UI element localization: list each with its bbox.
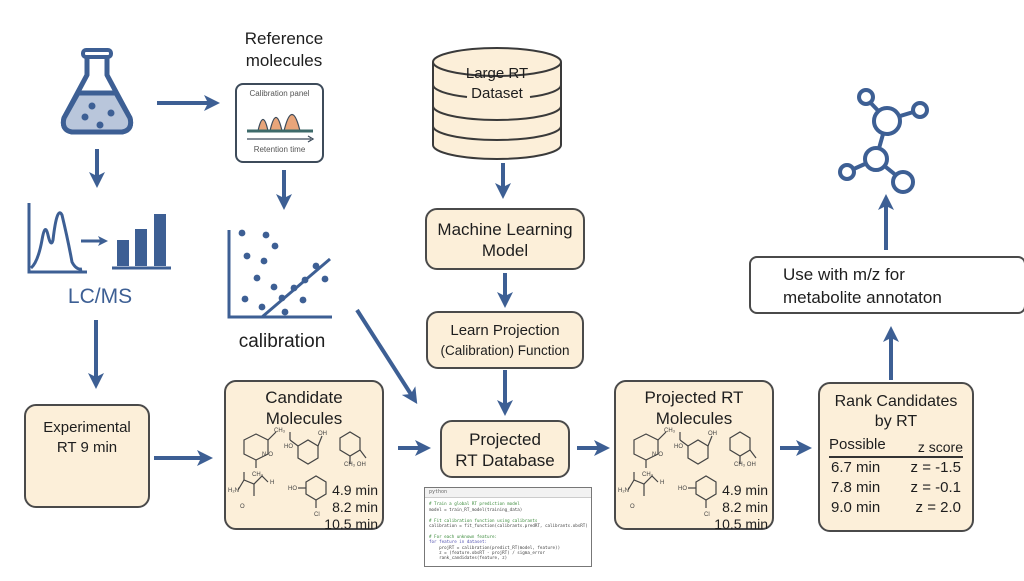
svg-text:Cl: Cl bbox=[314, 512, 320, 518]
lcms-label: LC/MS bbox=[67, 285, 133, 308]
projected-rt-database-box: Projected RT Database bbox=[440, 420, 570, 478]
rank-line1: Rank Candidates bbox=[834, 393, 958, 410]
svg-text:CH₃: CH₃ bbox=[642, 472, 654, 478]
flask-icon bbox=[60, 48, 134, 135]
rank-table: Possible z score 6.7 min z = -1.5 7.8 mi… bbox=[829, 436, 963, 518]
candidates-line2: Molecules bbox=[265, 409, 343, 428]
svg-text:HO: HO bbox=[288, 486, 297, 492]
calibration-scatter-icon bbox=[227, 229, 332, 319]
candidates-line1: Candidate bbox=[265, 388, 343, 407]
svg-text:HO: HO bbox=[284, 444, 293, 450]
rank-line2: by RT bbox=[874, 413, 918, 430]
code-line: # Train a global RT prediction model bbox=[429, 501, 520, 507]
projected-molecules-line2: Molecules bbox=[655, 409, 733, 428]
rank-rt: 9.0 min bbox=[831, 499, 881, 516]
rank-table-header: Possible z score bbox=[829, 436, 963, 458]
rank-z: z = -1.5 bbox=[910, 459, 961, 476]
svg-text:CH₃: CH₃ bbox=[274, 428, 286, 434]
code-line: # For each unknown feature: bbox=[429, 533, 498, 539]
svg-text:O: O bbox=[630, 504, 635, 510]
code-line: for feature in dataset: bbox=[429, 539, 487, 545]
projection-line2: (Calibration) Function bbox=[440, 343, 570, 358]
code-line: calibration = fit_function(calibrants.pr… bbox=[429, 523, 588, 529]
svg-text:CH₃: CH₃ bbox=[252, 472, 264, 478]
annotation-box: Use with m/z for metabolite annotaton bbox=[749, 256, 1024, 314]
database-icon bbox=[432, 47, 562, 160]
experimental-line1: Experimental bbox=[43, 419, 131, 436]
svg-text:H₂N: H₂N bbox=[618, 488, 629, 494]
rank-col-possible: Possible bbox=[829, 436, 886, 453]
ml-model-box: Machine Learning Model bbox=[425, 208, 585, 270]
candidate-time: 8.2 min bbox=[332, 499, 378, 515]
svg-text:H: H bbox=[270, 480, 274, 486]
rank-z: z = 2.0 bbox=[915, 499, 961, 516]
svg-text:OH: OH bbox=[708, 431, 717, 437]
projected-time: 8.2 min bbox=[722, 499, 768, 515]
rank-rt: 6.7 min bbox=[831, 459, 881, 476]
projected-time: 10.5 min bbox=[714, 516, 768, 532]
svg-text:CH₃ OH: CH₃ OH bbox=[344, 462, 366, 468]
annotation-line1: Use with m/z for bbox=[783, 265, 905, 284]
table-row: 7.8 min z = -0.1 bbox=[829, 478, 963, 498]
code-line: z = (feature.obsRT - projRT) / sigma_err… bbox=[429, 550, 545, 556]
experimental-rt-box: Experimental RT 9 min bbox=[24, 404, 150, 508]
code-line: rank_candidates(feature, z) bbox=[429, 555, 508, 561]
chromatogram-icon bbox=[27, 203, 87, 274]
dataset-line2: Dataset bbox=[471, 85, 523, 102]
code-snippet: python # Train a global RT prediction mo… bbox=[424, 487, 592, 567]
projected-time: 4.9 min bbox=[722, 482, 768, 498]
projected-db-line1: Projected bbox=[469, 430, 541, 449]
projected-molecules-line1: Projected RT bbox=[644, 388, 744, 407]
table-row: 6.7 min z = -1.5 bbox=[829, 458, 963, 478]
code-line: # Fit calibration function using calibra… bbox=[429, 517, 538, 523]
rank-rt: 7.8 min bbox=[831, 479, 881, 496]
rank-z: z = -0.1 bbox=[910, 479, 961, 496]
svg-text:H: H bbox=[660, 480, 664, 486]
svg-text:N-O: N-O bbox=[262, 452, 273, 458]
code-line: model = train_RT_model(training_data) bbox=[429, 506, 523, 512]
svg-text:HO: HO bbox=[678, 486, 687, 492]
dataset-label: Large RT Dataset bbox=[450, 64, 544, 104]
projection-line1: Learn Projection bbox=[450, 322, 560, 339]
svg-text:O: O bbox=[240, 504, 245, 510]
arrow-calibration-to-projected-db bbox=[355, 308, 418, 405]
svg-text:CH₃ OH: CH₃ OH bbox=[734, 462, 756, 468]
reference-title-line1: Reference bbox=[244, 29, 324, 48]
projection-function-box: Learn Projection (Calibration) Function bbox=[426, 311, 584, 369]
retention-time-axis-label: Retention time bbox=[253, 145, 306, 154]
svg-text:H₂N: H₂N bbox=[228, 488, 239, 494]
projected-times: 4.9 min 8.2 min 10.5 min bbox=[714, 482, 768, 533]
reference-title-line2: molecules bbox=[245, 51, 323, 70]
table-row: 9.0 min z = 2.0 bbox=[829, 498, 963, 518]
metabolite-molecule-icon bbox=[838, 88, 929, 194]
code-language-label: python bbox=[425, 488, 591, 499]
code-line: projRT = calibration(predict_RT(model, f… bbox=[429, 544, 561, 550]
svg-text:Cl: Cl bbox=[704, 512, 710, 518]
svg-text:OH: OH bbox=[318, 431, 327, 437]
rank-col-zscore: z score bbox=[917, 439, 963, 455]
candidate-times: 4.9 min 8.2 min 10.5 min bbox=[324, 482, 378, 533]
ml-model-line1: Machine Learning bbox=[437, 220, 573, 239]
annotation-line2: metabolite annotaton bbox=[783, 288, 942, 307]
svg-text:HO: HO bbox=[674, 444, 683, 450]
candidate-time: 10.5 min bbox=[324, 516, 378, 532]
experimental-line2: RT 9 min bbox=[56, 439, 118, 456]
ml-model-line2: Model bbox=[481, 241, 529, 260]
bar-chart-icon bbox=[112, 214, 171, 270]
calibration-panel-title: Calibration panel bbox=[249, 89, 310, 98]
dataset-line1: Large RT bbox=[465, 65, 529, 82]
svg-text:CH₃: CH₃ bbox=[664, 428, 676, 434]
calibration-label: calibration bbox=[238, 331, 326, 352]
calibration-panel-icon bbox=[235, 83, 324, 163]
reference-molecules-label: Reference molecules bbox=[226, 28, 342, 72]
projected-db-line2: RT Database bbox=[455, 451, 555, 470]
candidate-time: 4.9 min bbox=[332, 482, 378, 498]
svg-text:N-O: N-O bbox=[652, 452, 663, 458]
